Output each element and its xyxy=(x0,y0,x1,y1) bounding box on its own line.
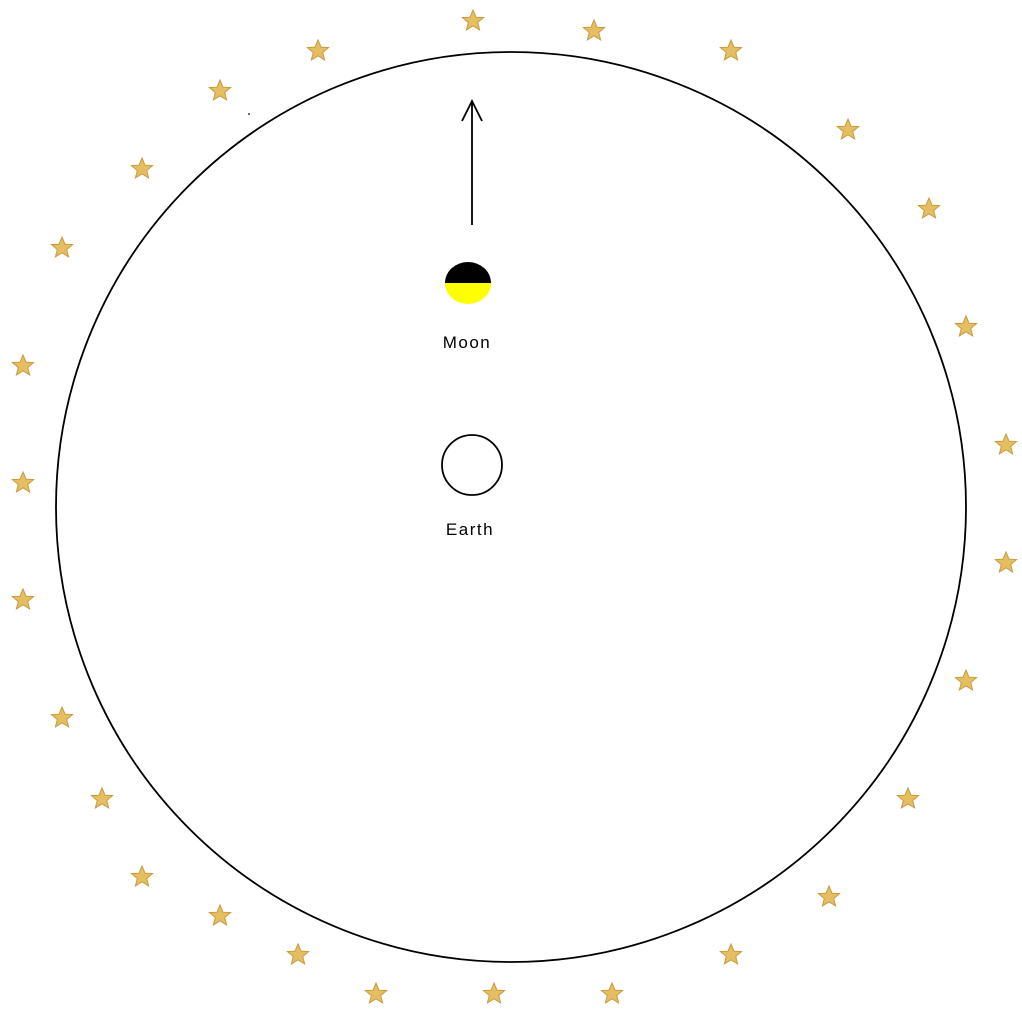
star-icon xyxy=(601,983,622,1003)
star-icon xyxy=(897,788,918,808)
star-icon xyxy=(287,944,308,964)
star-icon xyxy=(818,886,839,906)
star-icon xyxy=(209,905,230,925)
star-icon xyxy=(837,119,858,139)
dot xyxy=(248,113,250,115)
star-icon xyxy=(51,707,72,727)
star-icon xyxy=(462,10,483,30)
star-icon xyxy=(131,158,152,178)
moon-label: Moon xyxy=(443,333,492,352)
star-icon xyxy=(955,316,976,336)
star-icon xyxy=(12,355,33,375)
earth-label: Earth xyxy=(446,520,494,539)
star-icon xyxy=(12,589,33,609)
star-icon xyxy=(365,983,386,1003)
star-icon xyxy=(483,983,504,1003)
star-field xyxy=(12,10,1016,1003)
star-icon xyxy=(720,40,741,60)
moon-dark-half xyxy=(445,262,491,283)
star-icon xyxy=(209,80,230,100)
earth xyxy=(442,435,502,495)
star-icon xyxy=(131,866,152,886)
moon xyxy=(445,262,491,304)
arrow-up-icon xyxy=(462,101,482,225)
moon-lit-half xyxy=(445,283,491,304)
star-icon xyxy=(51,237,72,257)
star-icon xyxy=(918,198,939,218)
star-icon xyxy=(995,552,1016,572)
star-icon xyxy=(307,40,328,60)
star-icon xyxy=(995,434,1016,454)
star-icon xyxy=(12,472,33,492)
moon-orbit xyxy=(56,52,966,962)
star-icon xyxy=(91,788,112,808)
star-icon xyxy=(955,670,976,690)
star-icon xyxy=(720,944,741,964)
star-icon xyxy=(583,20,604,40)
